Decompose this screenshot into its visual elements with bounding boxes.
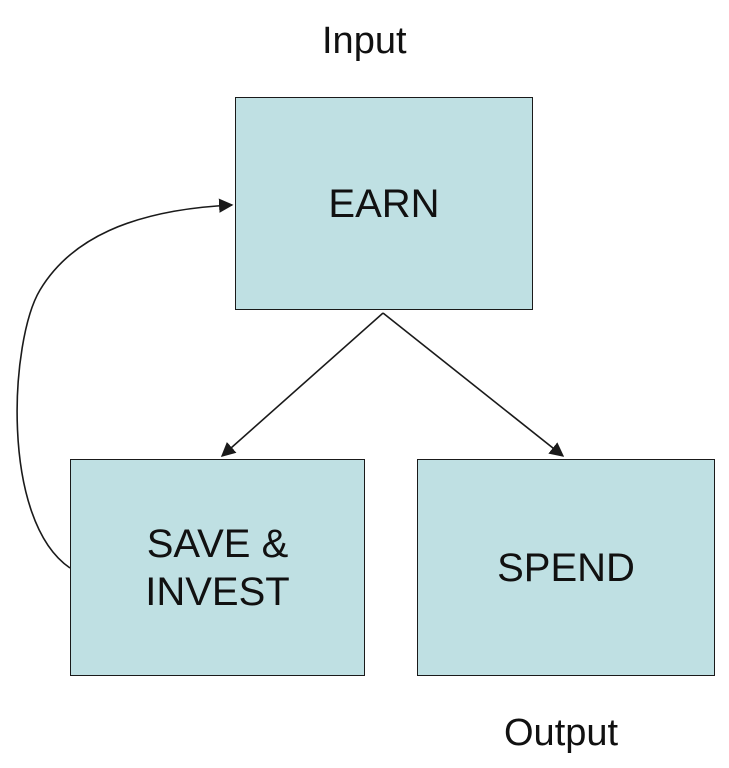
input-label: Input	[322, 20, 407, 62]
arrow-earn-to-save	[220, 312, 384, 457]
save-invest-label-line-2: INVEST	[145, 569, 290, 614]
spend-box: SPEND	[417, 459, 715, 676]
save-invest-box: SAVE & INVEST	[70, 459, 365, 676]
spend-label: SPEND	[497, 545, 635, 590]
save-invest-label-line-1: SAVE &	[146, 521, 289, 566]
arrow-earn-to-spend	[382, 312, 565, 457]
earn-label: EARN	[328, 181, 440, 226]
earn-box: EARN	[235, 97, 533, 310]
arrow-save-to-earn-loop	[16, 198, 234, 569]
output-label: Output	[504, 712, 619, 754]
